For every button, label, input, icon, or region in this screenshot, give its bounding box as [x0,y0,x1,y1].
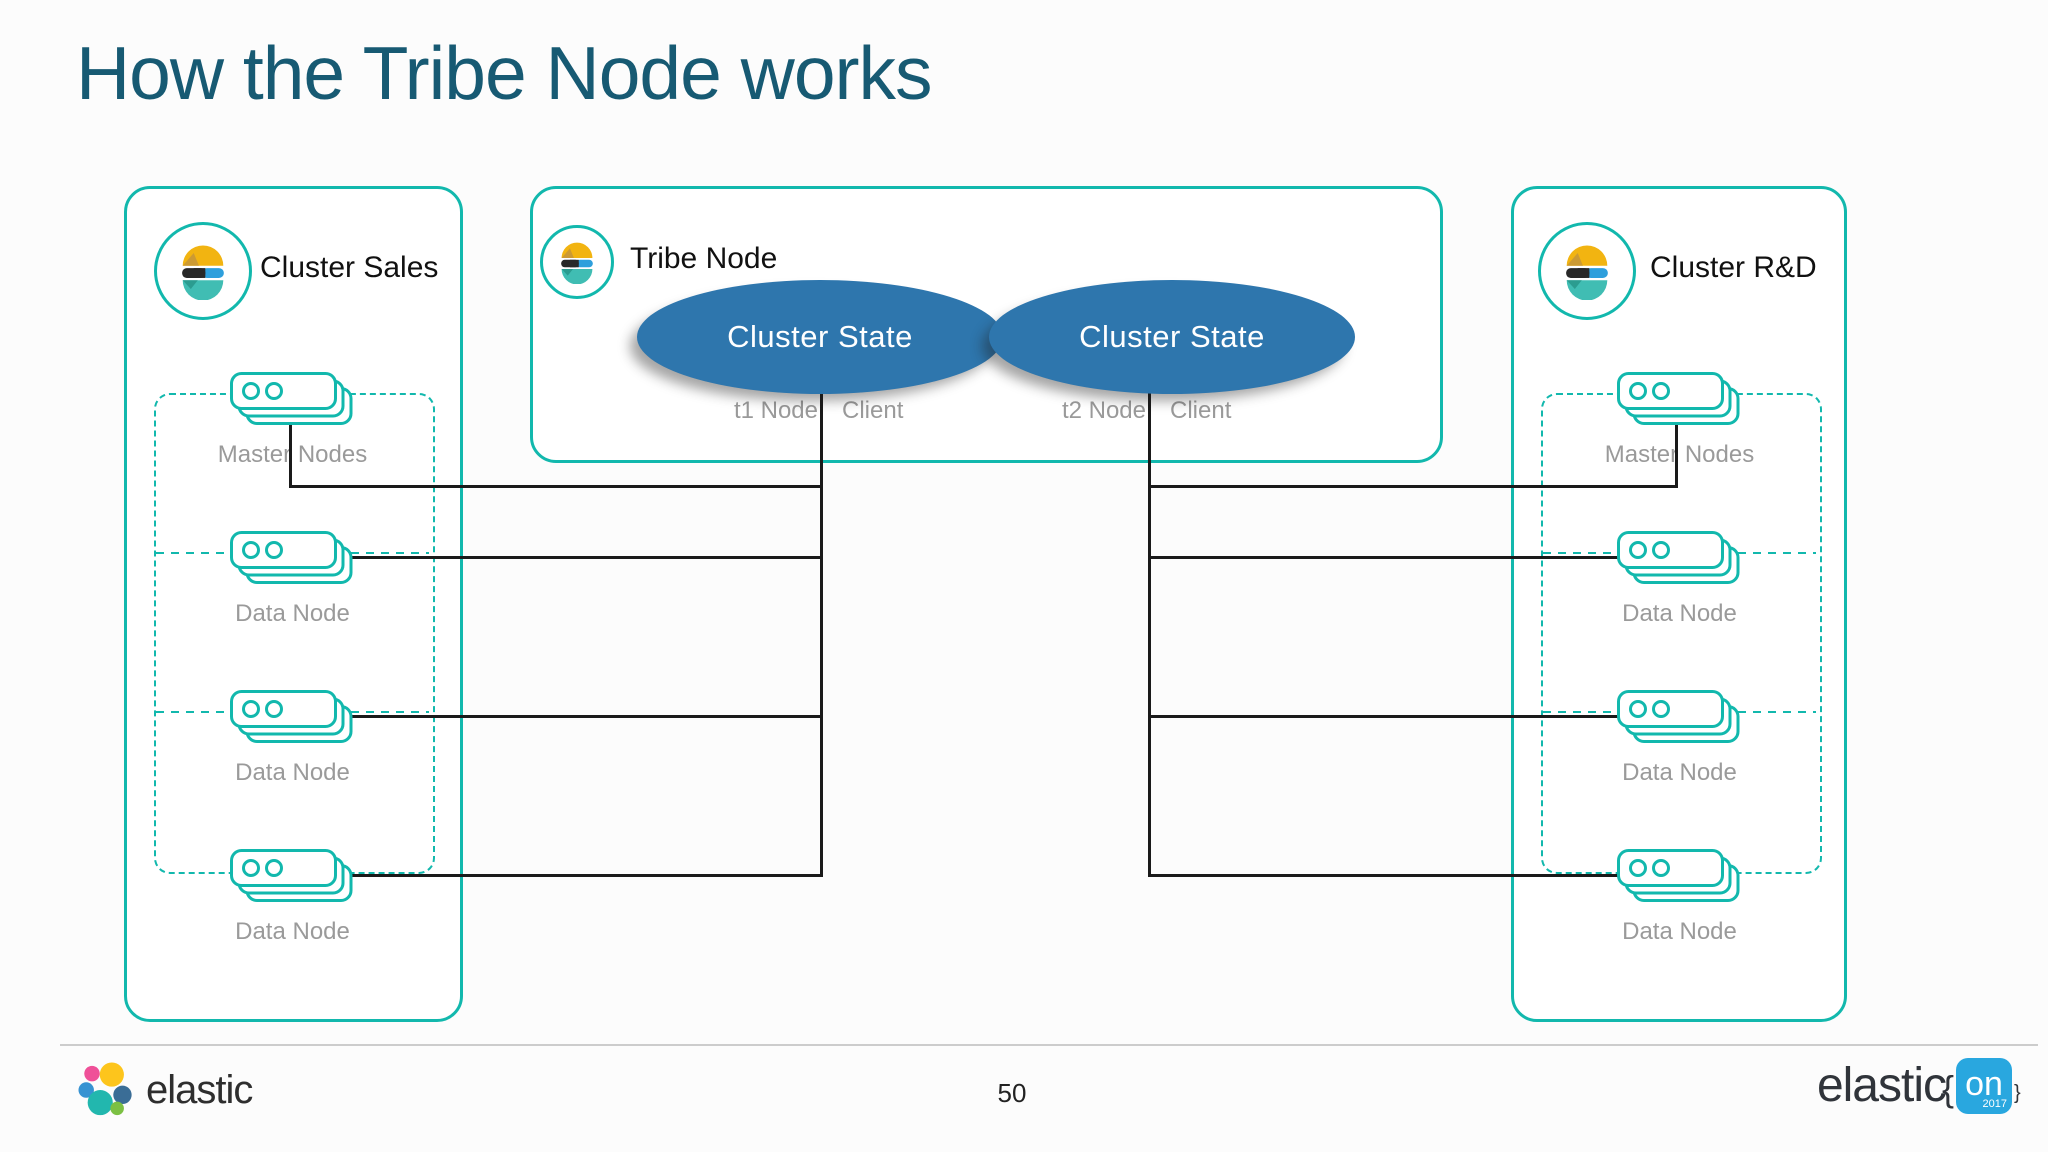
cluster-state-ellipse-t1: Cluster State [637,280,1003,394]
server-stack-icon [1617,531,1741,585]
server-stack-icon [230,690,354,744]
elasticsearch-logo-circle [1538,222,1636,320]
footer-divider [60,1044,2038,1046]
data-node-label: Data Node [235,600,350,627]
master-nodes-label: Master Nodes [217,441,368,468]
connector-left-master-vertical [289,420,292,488]
elasticsearch-logo-icon [1558,242,1616,300]
connector-left-data1 [346,556,823,559]
server-stack-icon [230,849,354,903]
connector-right-data1 [1148,556,1623,559]
connector-t2-vertical [1148,380,1151,877]
master-nodes-label: Master Nodes [1604,441,1755,468]
elasticon-brand-label: elastic [1816,1059,1947,1112]
t2-client-label: Client [1170,397,1232,424]
data-node-label: Data Node [1622,600,1737,627]
data-node-label: Data Node [235,918,350,945]
cluster-state-label: Cluster State [727,319,913,354]
page-title: How the Tribe Node works [76,31,933,115]
connector-left-data3 [346,874,823,877]
connector-right-data3 [1148,874,1623,877]
elasticsearch-logo-circle [540,225,614,299]
elasticsearch-logo-icon [174,242,232,300]
cluster-rd-box [1511,186,1847,1022]
elastic-logo-icon [78,1062,136,1120]
connector-left-data2 [346,715,823,718]
elastic-brand-label: elastic [146,1068,253,1112]
connector-right-master-vertical [1675,420,1678,488]
data-node-label: Data Node [1622,759,1737,786]
server-stack-icon [230,531,354,585]
connector-right-master-horizontal [1148,485,1678,488]
elasticon-year: 2017 [1982,1098,2007,1110]
server-stack-icon [1617,690,1741,744]
data-node-label: Data Node [1622,918,1737,945]
elasticon-close-brace: } [2014,1082,2021,1104]
server-stack-icon [1617,372,1741,426]
t1-node-label: t1 Node [733,397,818,424]
cluster-rd-label: Cluster R&D [1650,251,1817,284]
elasticon-badge: on 2017 [1956,1058,2012,1114]
server-stack-icon [1617,849,1741,903]
server-stack-icon [230,372,354,426]
connector-right-data2 [1148,715,1623,718]
elasticon-open-brace: { [1942,1068,1955,1109]
elasticsearch-logo-icon [555,240,599,284]
elasticsearch-logo-circle [154,222,252,320]
cluster-state-label: Cluster State [1079,319,1265,354]
t2-node-label: t2 Node [1061,397,1146,424]
cluster-state-ellipse-t2: Cluster State [989,280,1355,394]
page-number: 50 [997,1078,1027,1108]
connector-t1-vertical [820,380,823,877]
data-node-label: Data Node [235,759,350,786]
t1-client-label: Client [842,397,904,424]
elasticon-on-label: on [1965,1065,2003,1103]
connector-left-master-horizontal [289,485,823,488]
cluster-sales-label: Cluster Sales [260,251,439,284]
tribe-node-label: Tribe Node [630,242,778,275]
